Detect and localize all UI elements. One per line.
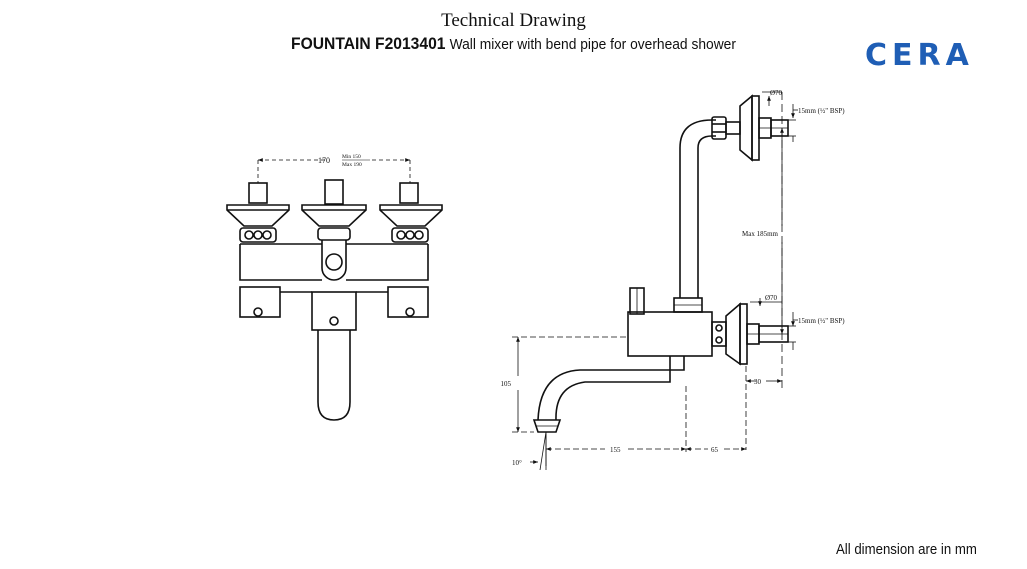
max-height-label: Max 185mm bbox=[742, 230, 779, 238]
spout-height-label: 105 bbox=[501, 380, 512, 388]
spout-reach-label: 155 bbox=[610, 446, 621, 454]
centre-max-label: Max 190 bbox=[342, 162, 362, 168]
centre-min-label: Min 150 bbox=[342, 154, 361, 160]
front-view bbox=[226, 158, 443, 421]
spout bbox=[532, 356, 685, 433]
centre-distance-label: 170 bbox=[318, 156, 330, 165]
side-view-dimensions bbox=[512, 91, 798, 471]
flange-depth-label: 30 bbox=[754, 378, 762, 386]
left-valve bbox=[226, 182, 290, 243]
lower-inlet-label: 15mm (½" BSP) bbox=[798, 317, 845, 325]
brand-logo: CERA bbox=[865, 38, 974, 73]
centre-diverter bbox=[301, 179, 367, 281]
lower-flange-dia-label: Ø70 bbox=[765, 294, 778, 302]
model-name: FOUNTAIN F2013401 bbox=[291, 34, 446, 53]
bend-pipe bbox=[679, 116, 741, 298]
lower-wall-flange bbox=[725, 302, 789, 366]
top-inlet-label: 15mm (½" BSP) bbox=[798, 107, 845, 115]
mixer-body bbox=[239, 243, 429, 421]
right-valve bbox=[379, 182, 443, 243]
drawing-heading: Technical Drawing FOUNTAIN F2013401 Wall… bbox=[0, 10, 1027, 56]
dimension-footnote: All dimension are in mm bbox=[836, 541, 977, 558]
body-offset-label: 65 bbox=[711, 446, 719, 454]
spout-angle-label: 10° bbox=[512, 459, 522, 467]
model-description: Wall mixer with bend pipe for overhead s… bbox=[449, 36, 736, 53]
side-view bbox=[532, 94, 789, 433]
centre-distance-dimension bbox=[257, 158, 411, 183]
model-line: FOUNTAIN F2013401 Wall mixer with bend p… bbox=[41, 33, 986, 56]
drawing-title: Technical Drawing bbox=[441, 10, 586, 31]
top-flange-dia-label: Ø70 bbox=[770, 89, 783, 97]
top-wall-flange bbox=[739, 94, 789, 162]
diverter-body bbox=[627, 287, 727, 357]
